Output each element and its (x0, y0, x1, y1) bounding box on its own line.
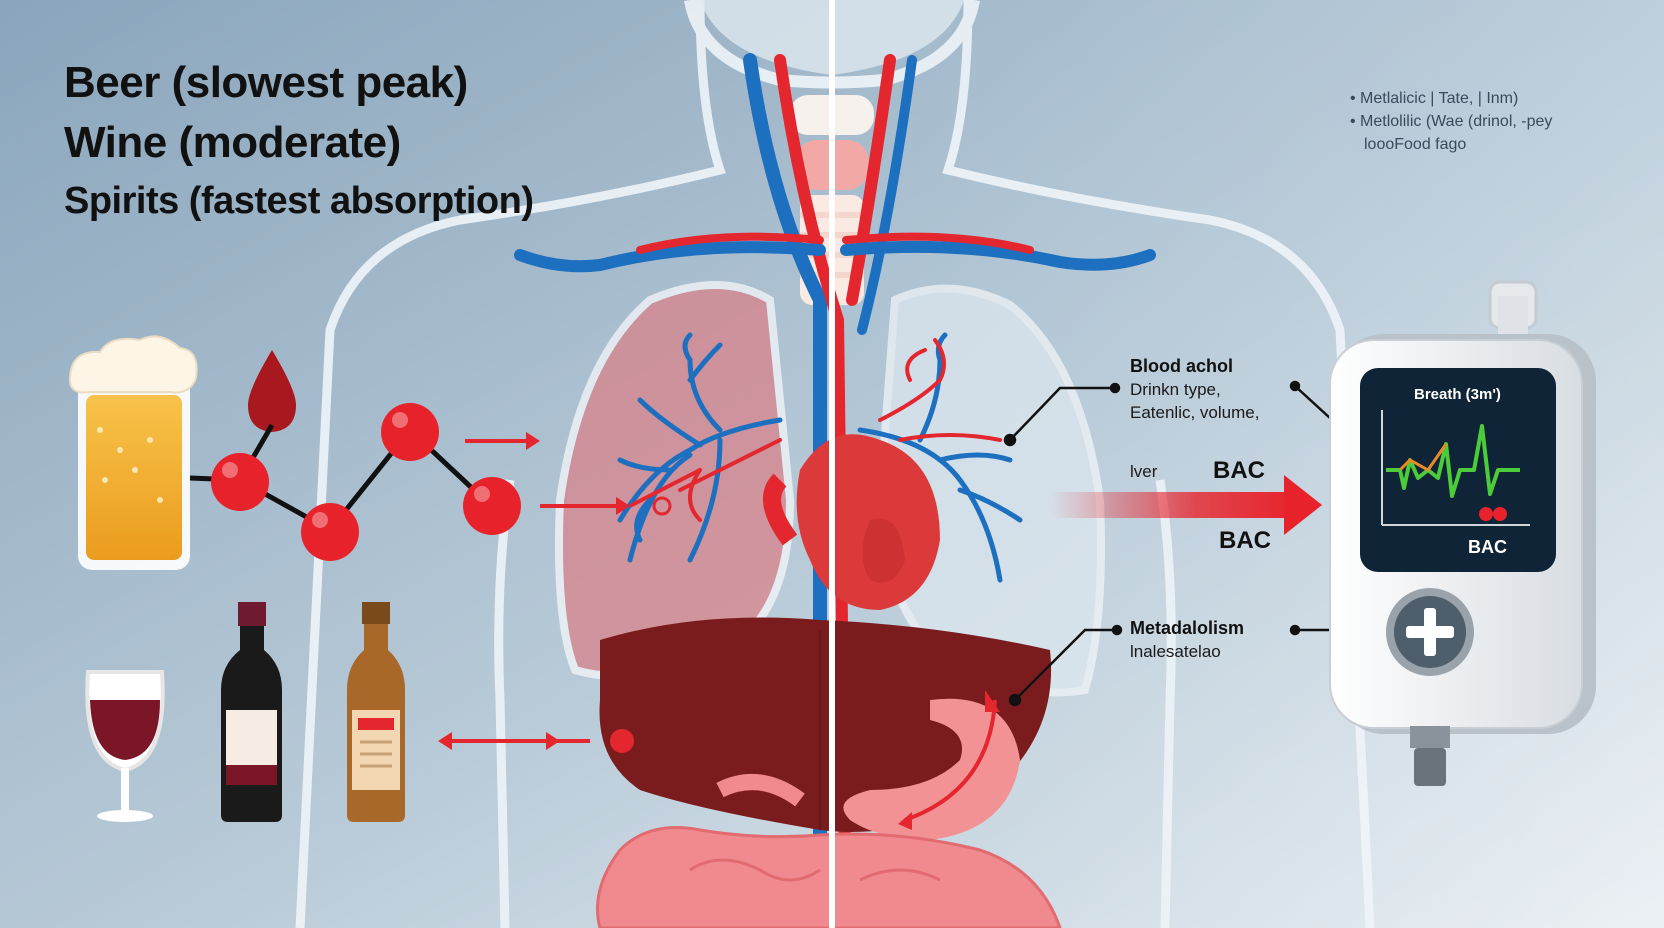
molecule-chain (189, 403, 521, 561)
bac-arrow-label: BAC (1213, 457, 1265, 484)
breathalyzer-icon (1329, 280, 1596, 786)
breathalyzer-header: Breath (3m') (1414, 386, 1501, 403)
note-line-1: • Metlalicic | Tate, | Inm) (1350, 90, 1519, 107)
metabolism-label: Metadalolism (1130, 618, 1245, 638)
blood-drop-icon (248, 350, 296, 432)
legend-wine: Wine (moderate) (64, 118, 401, 167)
stomach (843, 698, 1020, 840)
breathalyzer-bac: BAC (1468, 537, 1507, 557)
stomach-arrow (898, 690, 1000, 830)
plus-icon (1406, 608, 1454, 656)
metabolism-sub-label: lnalesatelao (1130, 642, 1221, 661)
bac-lower-label: BAC (1219, 527, 1271, 554)
bac-arrow (1050, 475, 1322, 535)
legend-beer: Beer (slowest peak) (64, 58, 468, 107)
absorption-arrows (438, 432, 701, 753)
right-arteries (878, 338, 1002, 442)
factors-line-2: Eatenlic, volume, (1130, 403, 1260, 422)
wine-glass-icon (85, 670, 165, 822)
beer-glass-icon (68, 335, 198, 570)
liver-label: lver (1130, 462, 1158, 481)
left-arteries (678, 438, 782, 522)
blood-alcohol-label: Blood achol (1130, 356, 1233, 376)
wine-bottle-icon (221, 602, 282, 822)
left-bronchi (617, 332, 783, 563)
note-line-3: loooFood fago (1364, 136, 1467, 153)
legend-spirits: Spirits (fastest absorption) (64, 180, 534, 222)
note-line-2: • Metlolilic (Wae (drinol, -pey (1350, 113, 1553, 130)
spirits-bottle-icon (347, 602, 405, 822)
factors-line-1: Drinkn type, (1130, 380, 1221, 399)
